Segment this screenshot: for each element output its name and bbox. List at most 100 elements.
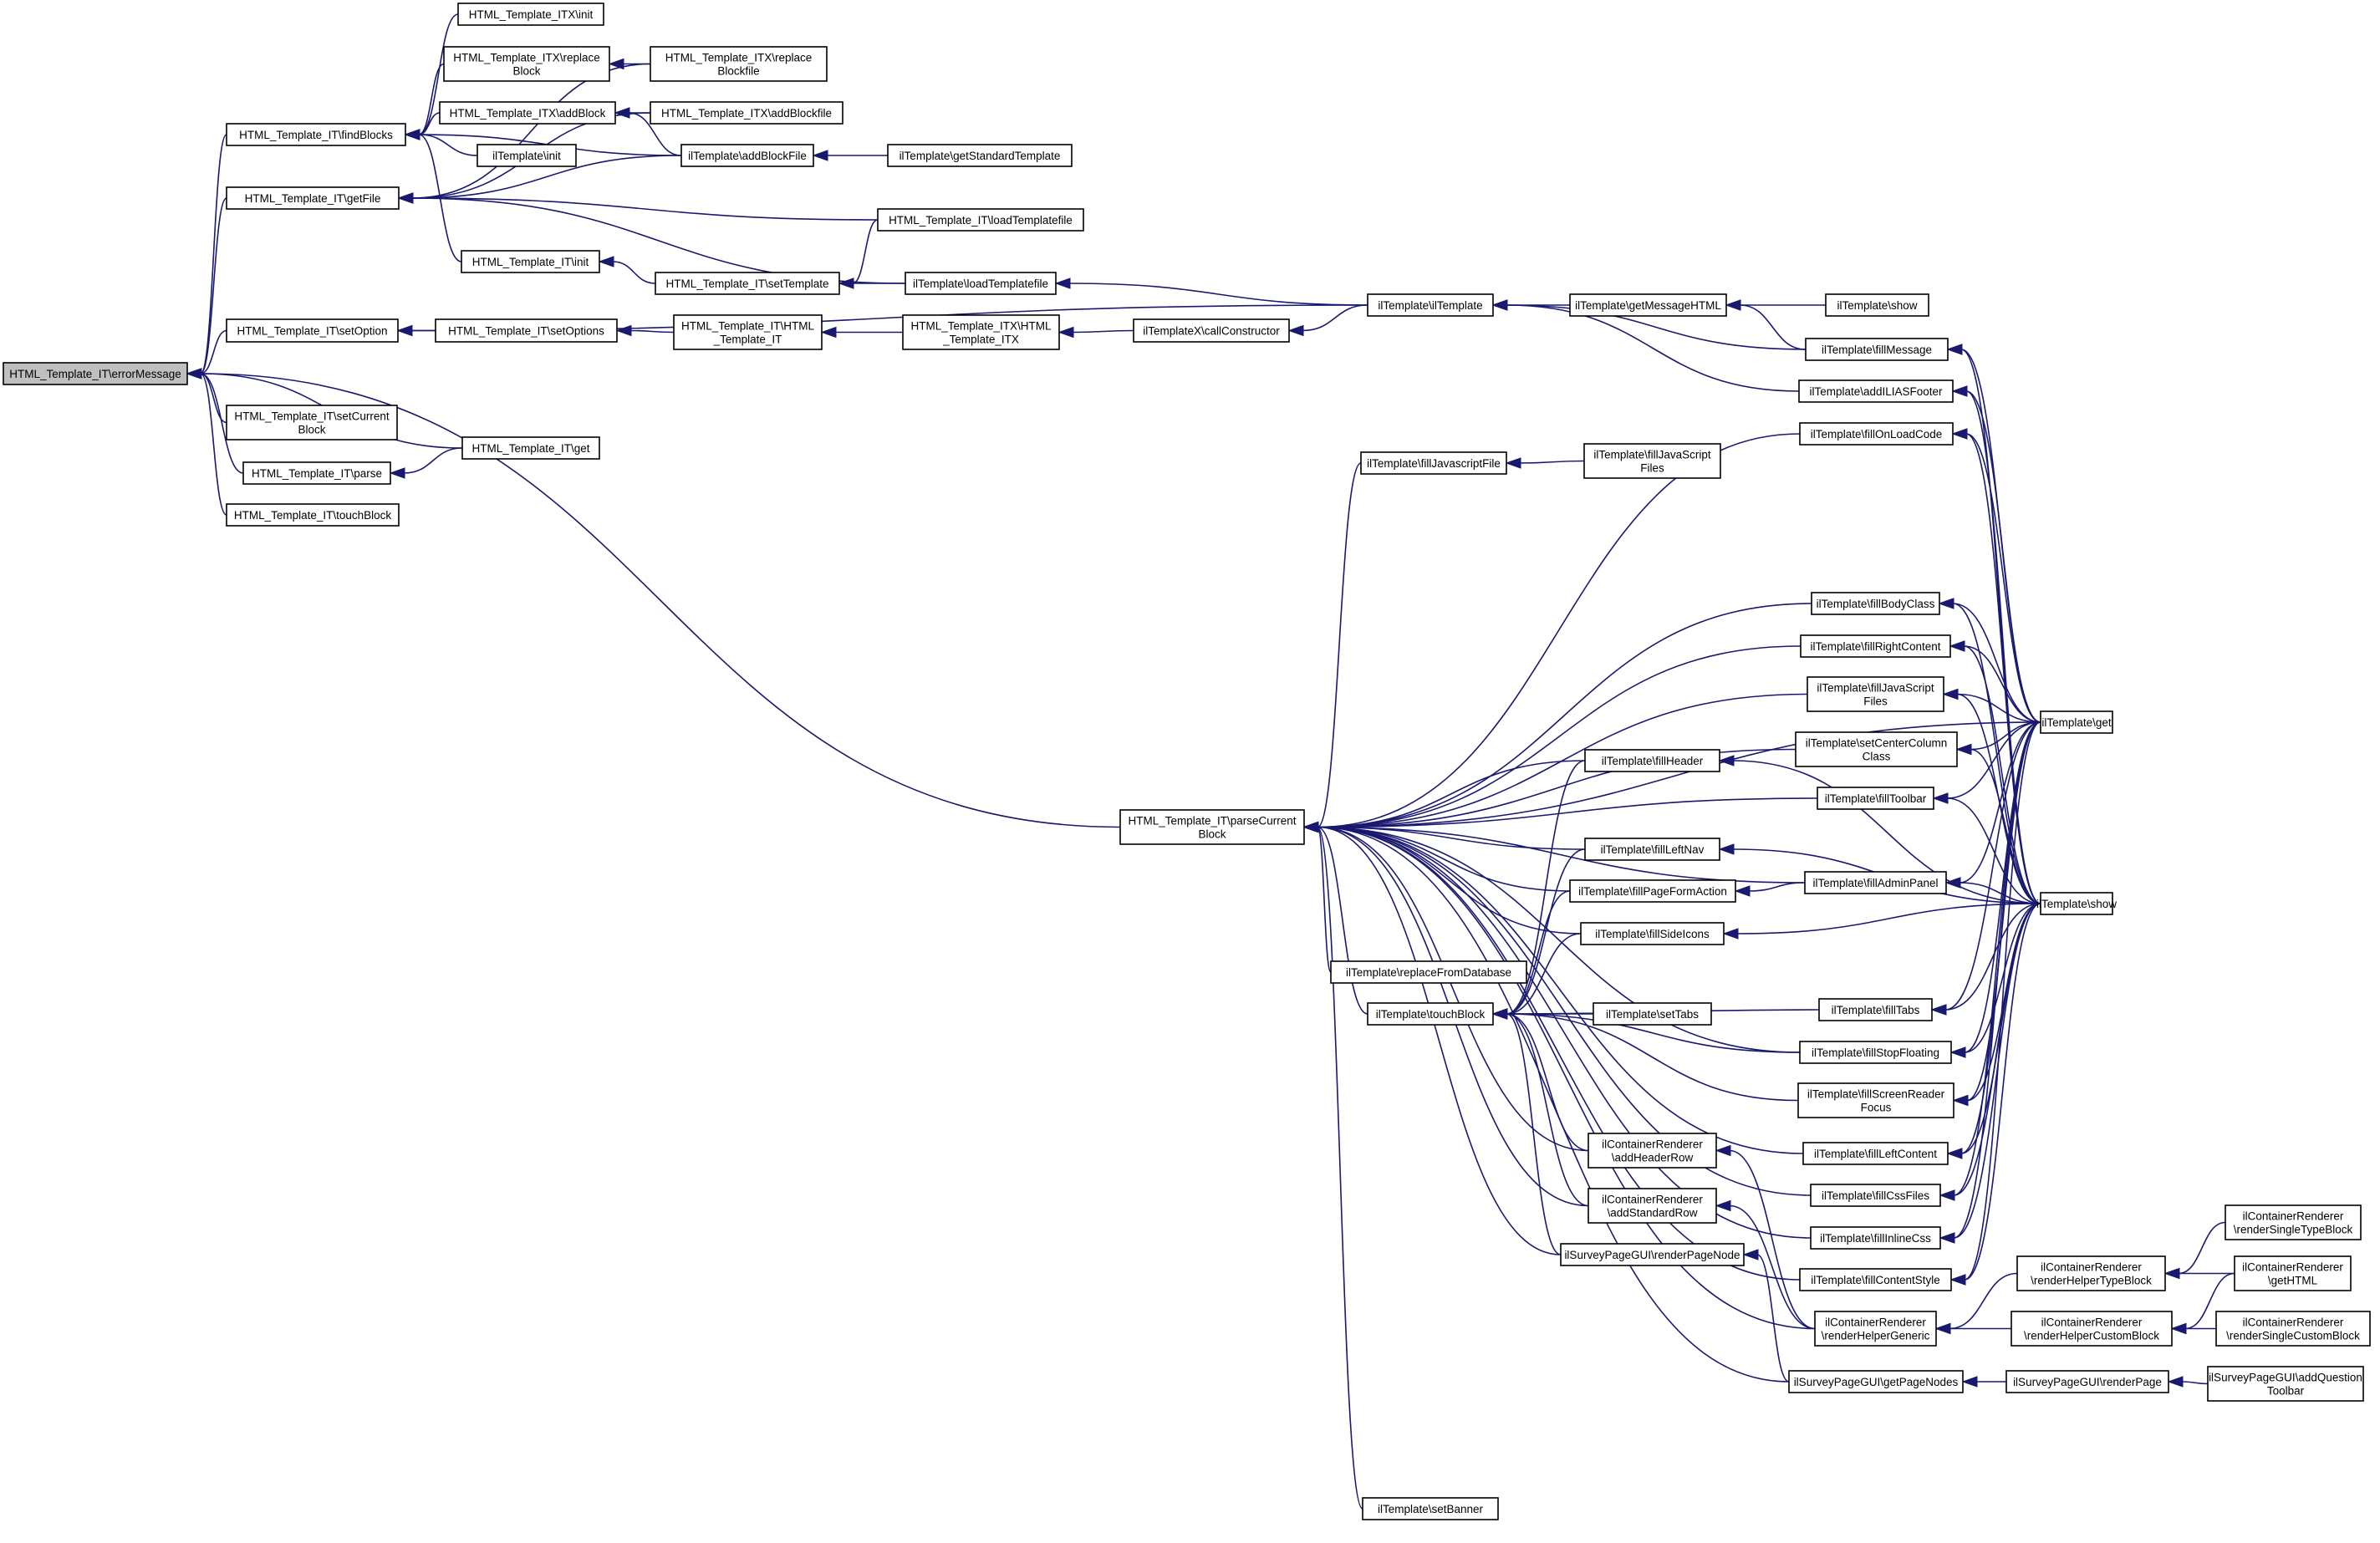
call-edge <box>1054 278 1368 306</box>
graph-node-il-fill-tabs[interactable]: ilTemplate\fillTabs <box>1818 998 1933 1021</box>
graph-node-il-fill-left-content[interactable]: ilTemplate\fillLeftContent <box>1802 1142 1949 1165</box>
graph-node-il-fill-css-files[interactable]: ilTemplate\fillCssFiles <box>1810 1184 1941 1207</box>
graph-node-il-show-top[interactable]: ilTemplate\show <box>1825 293 1929 317</box>
graph-node-cr-render-single-custom-block[interactable]: ilContainerRenderer\renderSingleCustomBl… <box>2215 1311 2371 1347</box>
graph-node-it-set-template[interactable]: HTML_Template_IT\setTemplate <box>655 272 840 295</box>
graph-node-parse[interactable]: HTML_Template_IT\parse <box>242 461 391 485</box>
graph-node-il-add-i-l-i-a-s-footer[interactable]: ilTemplate\addILIASFooter <box>1798 379 1954 403</box>
arrowhead-icon <box>1725 299 1741 311</box>
graph-node-il-set-tabs[interactable]: ilTemplate\setTabs <box>1593 1002 1712 1026</box>
graph-node-itx-add-block[interactable]: HTML_Template_ITX\addBlock <box>439 101 616 125</box>
graph-node-il-fill-stop-floating[interactable]: ilTemplate\fillStopFloating <box>1799 1041 1952 1064</box>
graph-node-il-show[interactable]: ilTemplate\show <box>2036 892 2117 915</box>
call-edge <box>397 192 879 221</box>
node-box <box>1367 293 1494 317</box>
graph-node-sp-render-page[interactable]: ilSurveyPageGUI\renderPage <box>2005 1370 2169 1393</box>
node-label: ilSurveyPageGUI\getPageNodes <box>1794 1376 1959 1388</box>
edge-line <box>1317 645 1802 828</box>
edge-line <box>1317 826 1790 1383</box>
node-label: ilTemplate\loadTemplatefile <box>913 278 1048 290</box>
graph-node-il-set-banner[interactable]: ilTemplate\setBanner <box>1362 1497 1499 1520</box>
graph-node-il-fill-admin-panel[interactable]: ilTemplate\fillAdminPanel <box>1804 871 1947 894</box>
arrowhead-icon <box>1718 843 1735 855</box>
graph-node-il-fill-side-icons[interactable]: ilTemplate\fillSideIcons <box>1580 922 1725 945</box>
graph-node-cr-add-standard-row[interactable]: ilContainerRenderer\addStandardRow <box>1588 1188 1717 1224</box>
arrowhead-icon <box>820 326 837 339</box>
graph-node-get-file[interactable]: HTML_Template_IT\getFile <box>226 186 400 210</box>
graph-node-il-replace-from-database[interactable]: ilTemplate\replaceFromDatabase <box>1330 960 1527 984</box>
graph-node-itx-constructor[interactable]: HTML_Template_ITX\HTML_Template_ITX <box>902 314 1060 350</box>
graph-node-cr-render-helper-custom-block[interactable]: ilContainerRenderer\renderHelperCustomBl… <box>2011 1311 2173 1347</box>
node-label: \renderHelperCustomBlock <box>2024 1330 2159 1342</box>
graph-node-cr-render-single-type-block[interactable]: ilContainerRenderer\renderSingleTypeBloc… <box>2225 1204 2362 1240</box>
graph-node-il-touch-block[interactable]: ilTemplate\touchBlock <box>1367 1002 1494 1026</box>
edge-line <box>1506 890 1571 1015</box>
graph-node-il-get[interactable]: ilTemplate\get <box>2040 710 2113 734</box>
graph-node-sp-render-page-node[interactable]: ilSurveyPageGUI\renderPageNode <box>1560 1243 1745 1266</box>
graph-node-il-load-templatefile[interactable]: ilTemplate\loadTemplatefile <box>905 272 1057 295</box>
arrowhead-icon <box>812 150 828 161</box>
graph-node-il-init[interactable]: ilTemplate\init <box>477 144 577 167</box>
edge-line <box>1956 693 2041 723</box>
graph-node-set-options[interactable]: HTML_Template_IT\setOptions <box>435 318 618 343</box>
graph-node-it-init[interactable]: HTML_Template_IT\init <box>461 250 600 273</box>
graph-node-il-fill-header[interactable]: ilTemplate\fillHeader <box>1584 749 1720 772</box>
graph-node-il-fill-left-nav[interactable]: ilTemplate\fillLeftNav <box>1584 838 1720 861</box>
graph-node-il-get-message-h-t-m-l[interactable]: ilTemplate\getMessageHTML <box>1569 293 1727 317</box>
node-label: \renderHelperGeneric <box>1822 1330 1930 1342</box>
graph-node-il-template-ctor[interactable]: ilTemplate\ilTemplate <box>1367 293 1494 317</box>
node-box <box>1580 922 1725 945</box>
graph-node-error-message[interactable]: HTML_Template_IT\errorMessage <box>3 362 188 385</box>
graph-node-ilx-call-constructor[interactable]: ilTemplateX\callConstructor <box>1133 318 1290 343</box>
graph-node-il-fill-inline-css[interactable]: ilTemplate\fillInlineCss <box>1810 1226 1941 1250</box>
graph-node-cr-add-header-row[interactable]: ilContainerRenderer\addHeaderRow <box>1588 1133 1717 1169</box>
graph-node-sp-get-page-nodes[interactable]: ilSurveyPageGUI\getPageNodes <box>1788 1370 1964 1393</box>
arrowhead-icon <box>1491 1008 1508 1020</box>
node-label: \addHeaderRow <box>1612 1152 1694 1164</box>
graph-node-il-fill-right-content[interactable]: ilTemplate\fillRightContent <box>1800 634 1951 658</box>
graph-node-it-load-templatefile[interactable]: HTML_Template_IT\loadTemplatefile <box>877 208 1084 232</box>
graph-node-il-fill-toolbar[interactable]: ilTemplate\fillToolbar <box>1817 787 1934 810</box>
graph-node-il-fill-message[interactable]: ilTemplate\fillMessage <box>1805 338 1949 361</box>
call-edge <box>1951 428 2041 904</box>
graph-node-set-option[interactable]: HTML_Template_IT\setOption <box>226 318 399 343</box>
arrowhead-icon <box>1949 640 1965 652</box>
graph-node-it-constructor[interactable]: HTML_Template_IT\HTML_Template_IT <box>673 314 823 350</box>
arrowhead-icon <box>1722 928 1739 940</box>
graph-node-find-blocks[interactable]: HTML_Template_IT\findBlocks <box>226 123 406 146</box>
graph-node-il-get-standard-template[interactable]: ilTemplate\getStandardTemplate <box>887 144 1073 167</box>
edge-line <box>200 197 227 374</box>
graph-node-il-fill-on-load-code[interactable]: ilTemplate\fillOnLoadCode <box>1799 422 1954 446</box>
node-label: _Template_ITX <box>942 334 1019 346</box>
graph-node-cr-render-helper-type-block[interactable]: ilContainerRenderer\renderHelperTypeBloc… <box>2016 1255 2166 1291</box>
graph-node-il-add-block-file[interactable]: ilTemplate\addBlockFile <box>680 144 814 167</box>
graph-node-itx-init[interactable]: HTML_Template_ITX\init <box>457 3 604 26</box>
graph-node-il-fill-body-class[interactable]: ilTemplate\fillBodyClass <box>1811 592 1940 615</box>
call-edge <box>1949 903 2041 1058</box>
graph-node-il-fill-javascript-file[interactable]: ilTemplate\fillJavascriptFile <box>1360 451 1507 475</box>
graph-node-cr-get-h-t-m-l[interactable]: ilContainerRenderer\getHTML <box>2234 1255 2352 1291</box>
node-label: ilTemplate\fillContentStyle <box>1811 1274 1940 1286</box>
node-box <box>1367 1002 1494 1026</box>
graph-node-il-fill-content-style[interactable]: ilTemplate\fillContentStyle <box>1799 1268 1952 1291</box>
node-label: \addStandardRow <box>1607 1207 1697 1220</box>
graph-node-il-fill-page-form-action[interactable]: ilTemplate\fillPageFormAction <box>1569 879 1736 903</box>
graph-node-cr-render-helper-generic[interactable]: ilContainerRenderer\renderHelperGeneric <box>1814 1311 1937 1347</box>
graph-node-touch-block-i-t[interactable]: HTML_Template_IT\touchBlock <box>226 503 400 527</box>
call-edge <box>186 368 227 516</box>
node-box <box>1588 1188 1717 1224</box>
node-box <box>226 186 400 210</box>
edge-line <box>1965 390 2041 904</box>
edge-line <box>1952 603 2041 904</box>
graph-node-it-get[interactable]: HTML_Template_IT\get <box>461 436 600 460</box>
graph-node-itx-add-blockfile[interactable]: HTML_Template_ITX\addBlockfile <box>650 101 843 125</box>
